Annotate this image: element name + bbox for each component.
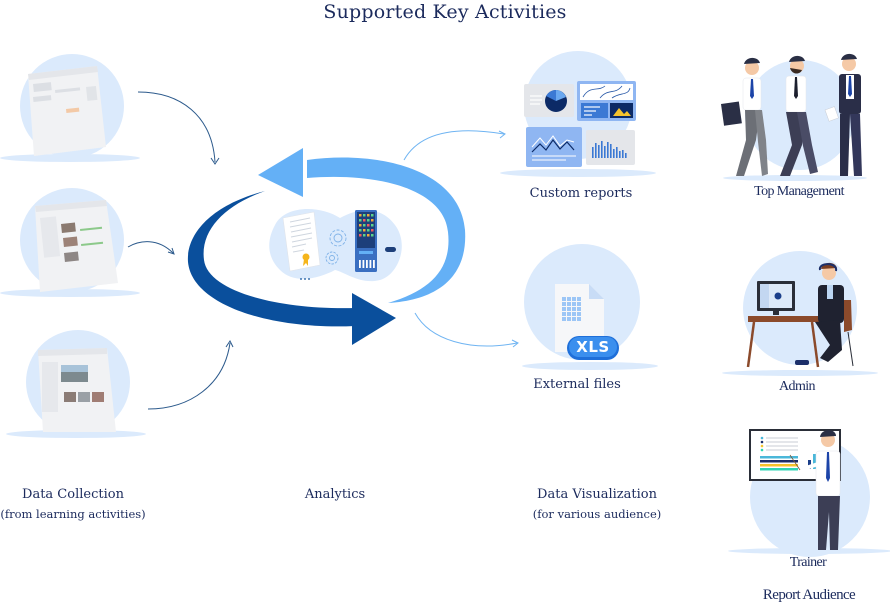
cycle-arrow-dark-head [352, 293, 396, 345]
learning-activity-screenshot-1 [0, 54, 140, 162]
certificate-icon [282, 211, 321, 280]
report-audience-heading: Report Audience [762, 587, 856, 603]
business-people-icon [720, 53, 867, 181]
custom-reports-label: Custom reports [529, 186, 633, 201]
trainer-label: Trainer [789, 555, 827, 570]
dashboard-charts-icon [524, 81, 636, 167]
cycle-arrow-light [307, 157, 466, 303]
page-title: Supported Key Activities [323, 1, 567, 23]
gears-icon [325, 229, 347, 265]
data-visualization-sublabel: (for various audience) [532, 507, 662, 521]
external-files-label: External files [533, 377, 621, 392]
cycle-arrow-dark [187, 191, 355, 327]
data-collection-label: Data Collection [22, 487, 124, 502]
connector-arrows [127, 91, 234, 410]
data-collection-sublabel: (from learning activities) [0, 507, 146, 521]
xls-badge: XLS [576, 338, 610, 356]
data-visualization-label: Data Visualization [537, 487, 657, 502]
server-rack-icon [355, 210, 396, 272]
cycle-arrow-light-head [258, 148, 303, 197]
admin-label: Admin [779, 379, 815, 394]
xls-file-icon [555, 284, 619, 360]
learning-activity-screenshot-2 [0, 188, 140, 297]
learning-activity-screenshot-3 [6, 330, 146, 438]
output-connectors [403, 130, 519, 348]
analytics-label: Analytics [304, 487, 366, 502]
trainer-presenting-icon [728, 429, 890, 557]
top-management-label: Top Management [754, 184, 844, 199]
admin-at-desk-icon [722, 251, 878, 376]
